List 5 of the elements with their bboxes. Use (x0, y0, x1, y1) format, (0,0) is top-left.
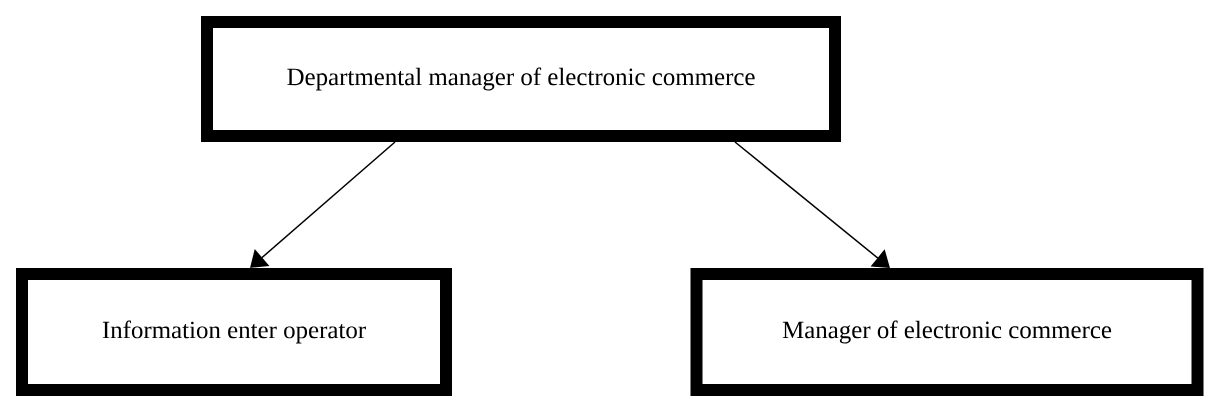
org-box: Departmental manager of electronic commerce (201, 16, 841, 142)
org-box: Information enter operator (16, 268, 452, 396)
org-box: Manager of electronic commerce (690, 268, 1204, 396)
arrow (250, 141, 396, 268)
arrow (734, 141, 890, 268)
